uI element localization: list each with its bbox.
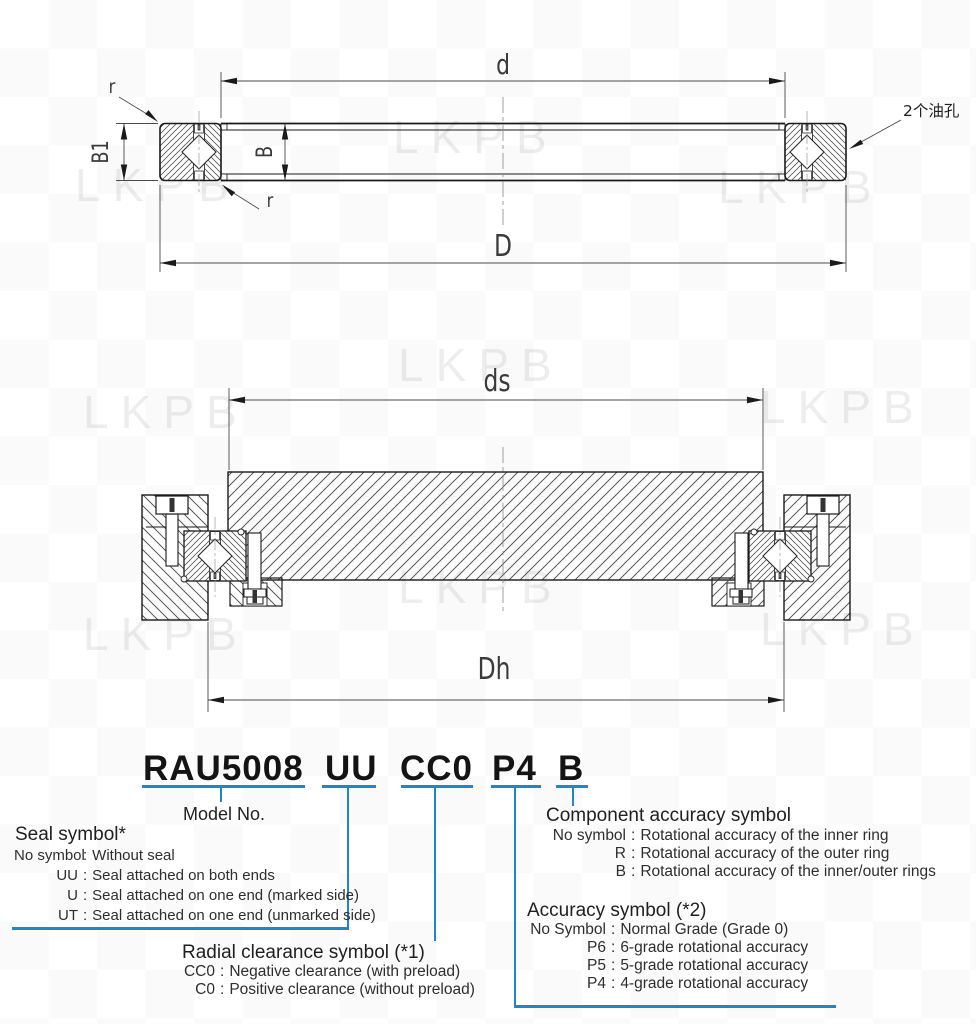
list-item: No symbol:Rotational accuracy of the inn… (552, 827, 889, 844)
dimension-ds (228, 388, 764, 470)
dimension-B (281, 123, 289, 181)
right-bearing-section (748, 517, 815, 597)
watermark: LKPB (398, 339, 564, 391)
connector-seal (347, 788, 349, 930)
dim-label-B1: B1 (88, 140, 113, 163)
dimension-Dh (207, 622, 785, 712)
underline-model (142, 785, 305, 788)
connector-model (220, 788, 222, 802)
component-accuracy-list: No symbol:Rotational accuracy of the inn… (546, 827, 936, 881)
dim-label-r-bottom: r (267, 191, 274, 213)
list-item: B:Rotational accuracy of the inner/outer… (615, 863, 936, 880)
list-item: U:Seal attached on one end (marked side) (67, 887, 360, 904)
radius-callout-bottom: r (222, 184, 274, 213)
oil-holes-label: 2个油孔 (903, 102, 960, 120)
top-view-drawing: d D B1 (88, 48, 960, 272)
list-item: R:Rotational accuracy of the outer ring (614, 845, 890, 862)
watermark: LKPB (393, 111, 559, 163)
dim-label-d: d (496, 48, 510, 80)
seal-strips (220, 123, 786, 181)
dim-label-ds: ds (483, 364, 510, 399)
oil-holes-callout: 2个油孔 (849, 102, 960, 149)
shaft (227, 471, 764, 581)
dim-label-B: B (252, 146, 277, 158)
accuracy-symbol-list: No Symbol:Normal Grade (Grade 0) P6:6-gr… (527, 921, 808, 993)
dimension-B1 (116, 123, 158, 181)
seal-symbol-list: No symbol:Without seal UU:Seal attached … (14, 846, 376, 926)
radial-clearance-list: CC0:Negative clearance (with preload) C0… (168, 963, 475, 999)
list-item: C0:Positive clearance (without preload) (195, 981, 475, 998)
left-inner-bolt (243, 532, 267, 605)
list-item: P4:4-grade rotational accuracy (587, 975, 809, 992)
dimension-D (159, 185, 847, 272)
dim-label-Dh: Dh (478, 652, 511, 687)
underline-clearance (401, 785, 473, 788)
list-item: No symbol:Without seal (14, 847, 175, 864)
code-component: B (558, 749, 585, 788)
seal-symbol-title: Seal symbol* (15, 824, 126, 845)
radial-clearance-title: Radial clearance symbol (*1) (182, 942, 425, 963)
list-item: No Symbol:Normal Grade (Grade 0) (530, 921, 789, 938)
mounting-view-drawing: ds Dh (141, 364, 851, 712)
code-accuracy: P4 (492, 749, 537, 788)
underline-seal (322, 785, 376, 788)
code-clearance: CC0 (400, 749, 474, 788)
watermark: LKPB (83, 386, 249, 438)
left-bearing-section (180, 517, 247, 597)
dim-label-D: D (494, 229, 512, 264)
accuracy-section-rule (514, 1005, 836, 1008)
connector-component (572, 788, 574, 806)
list-item: CC0:Negative clearance (with preload) (183, 963, 461, 980)
connector-accuracy (514, 788, 516, 1008)
watermark: LKPB (760, 381, 926, 433)
underline-accuracy (491, 785, 541, 788)
model-no-label: Model No. (183, 804, 266, 824)
dim-label-r-top: r (109, 77, 116, 99)
underline-component (556, 785, 588, 788)
right-housing-bolt (806, 495, 840, 567)
radius-callout-top: r (109, 77, 158, 122)
code-seal: UU (325, 749, 378, 788)
connector-clearance (434, 788, 436, 941)
list-item: UU:Seal attached on both ends (56, 867, 275, 884)
left-ring-section (159, 111, 222, 193)
technical-drawing: d D B1 (88, 48, 960, 712)
accuracy-symbol-title: Accuracy symbol (*2) (527, 900, 707, 921)
right-inner-bolt (729, 532, 753, 605)
list-item: P5:5-grade rotational accuracy (587, 957, 809, 974)
seal-section-rule (12, 927, 349, 930)
component-accuracy-title: Component accuracy symbol (546, 805, 791, 826)
right-ring-section (784, 111, 847, 193)
list-item: P6:6-grade rotational accuracy (587, 939, 809, 956)
code-model: RAU5008 (143, 749, 304, 788)
dimension-d (220, 72, 786, 118)
left-housing-bolt (155, 495, 189, 567)
list-item: UT:Seal attached on one end (unmarked si… (58, 907, 376, 924)
